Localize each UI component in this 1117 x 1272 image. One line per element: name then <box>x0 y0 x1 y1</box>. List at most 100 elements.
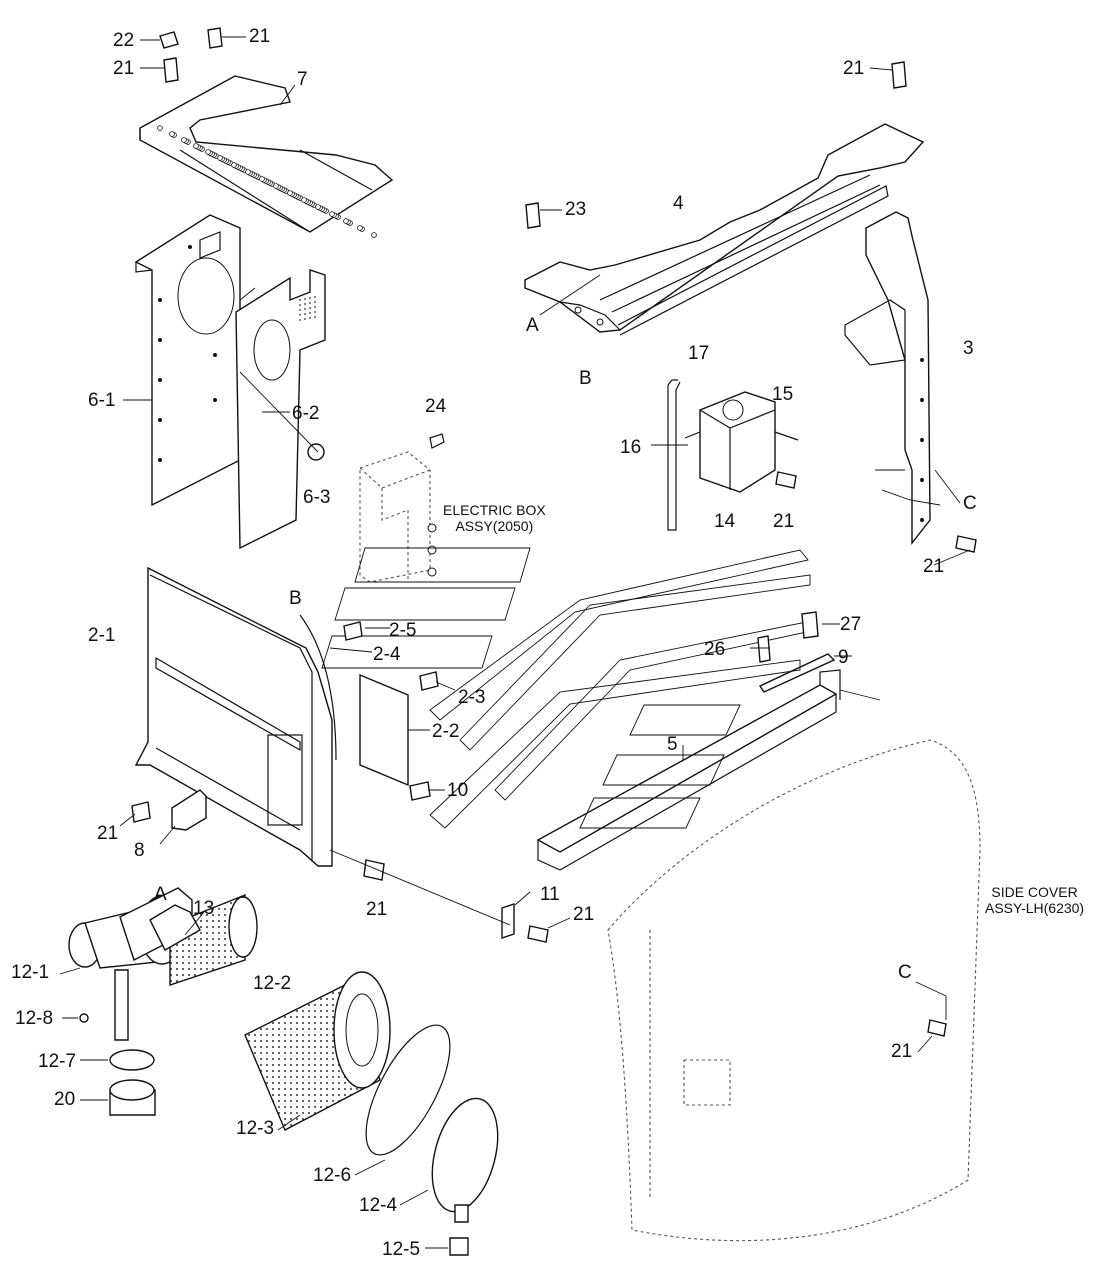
vent-hole <box>314 316 316 318</box>
part-label-24: 24 <box>425 396 447 417</box>
part-label-21: 21 <box>113 58 135 79</box>
plate-perforation <box>343 218 349 224</box>
part-label-21: 21 <box>366 899 388 920</box>
plate-perforation <box>205 149 211 155</box>
electric-box-outline <box>359 433 445 583</box>
side-cover-note-line-2: ASSY-LH(6230) <box>985 900 1085 917</box>
coolant-tank-part-15 <box>667 379 799 531</box>
cross-frame-part-4 <box>524 123 925 336</box>
part-label-26: 26 <box>704 639 726 660</box>
bracket-part-13 <box>149 904 201 951</box>
part-label-2-2: 2-2 <box>432 721 460 742</box>
part-label-21: 21 <box>573 904 595 925</box>
upright-part-3 <box>844 211 931 546</box>
part-label-21: 21 <box>843 58 865 79</box>
vent-hole <box>299 304 301 306</box>
panel-outlines <box>321 547 981 1242</box>
part-label-20: 20 <box>54 1089 76 1110</box>
plate-perforation <box>245 169 251 175</box>
plate-perforation <box>329 211 335 217</box>
part-label-17: 17 <box>688 343 710 364</box>
part-label-12-6: 12-6 <box>313 1165 352 1186</box>
part-label-13: 13 <box>193 898 215 919</box>
side-cover-note: SIDE COVER ASSY-LH(6230) <box>985 884 1084 916</box>
part-label-14: 14 <box>714 511 736 532</box>
vent-hole <box>299 299 301 301</box>
part-label-21: 21 <box>891 1041 913 1062</box>
plate-perforation <box>301 197 307 203</box>
vent-hole <box>309 297 311 299</box>
electric-box-note-line-1: ELECTRIC BOX <box>443 502 546 518</box>
bracket-part-6-2 <box>235 269 326 550</box>
vent-hole <box>304 303 306 305</box>
vent-hole <box>314 306 316 308</box>
plate-perforation <box>157 125 163 131</box>
part-label-12-2: 12-2 <box>253 973 292 994</box>
part-label-12-3: 12-3 <box>236 1118 275 1139</box>
reference-label-a: A <box>154 884 167 905</box>
plate-perforation <box>231 162 237 168</box>
part-label-11: 11 <box>540 884 560 905</box>
part-label-5: 5 <box>667 734 678 755</box>
part-label-2-1: 2-1 <box>88 625 116 646</box>
o-ring-12-6 <box>365 1024 451 1156</box>
vent-hole <box>304 308 306 310</box>
part-label-2-3: 2-3 <box>458 687 486 708</box>
vent-hole <box>299 314 301 316</box>
reference-label-c: C <box>898 962 912 983</box>
part-label-16: 16 <box>620 437 642 458</box>
plate-perforation <box>357 225 363 231</box>
plate-perforation <box>217 155 223 161</box>
vent-hole <box>299 319 301 321</box>
part-label-27: 27 <box>840 614 862 635</box>
part-label-12-4: 12-4 <box>359 1195 398 1216</box>
part-label-22: 22 <box>113 30 135 51</box>
plate-perforation <box>259 176 265 182</box>
vent-hole <box>314 296 316 298</box>
side-cover-note-line-1: SIDE COVER <box>991 884 1078 900</box>
electric-box-note-line-2: ASSY(2050) <box>455 518 534 535</box>
vent-hole <box>309 307 311 309</box>
part-label-10: 10 <box>447 780 469 801</box>
reference-label-b: B <box>579 368 592 389</box>
part-label-6-2: 6-2 <box>292 403 320 424</box>
plate-perforation <box>181 137 187 143</box>
part-label-12-1: 12-1 <box>11 962 50 983</box>
side-frame-part-2-1 <box>134 566 337 867</box>
reference-label-c: C <box>963 493 977 514</box>
vent-hole <box>309 317 311 319</box>
part-label-4: 4 <box>673 193 684 214</box>
part-label-6-1: 6-1 <box>88 390 116 411</box>
stay-part-9 <box>758 653 836 693</box>
plate-perforation <box>287 190 293 196</box>
part-label-8: 8 <box>134 840 145 861</box>
plate-perforation <box>315 204 321 210</box>
air-cleaner-part-12 <box>68 887 258 1041</box>
crossbar-part-5 <box>536 669 841 871</box>
part-label-21: 21 <box>923 556 945 577</box>
vent-hole <box>304 313 306 315</box>
plate-perforation <box>371 232 377 238</box>
plate-perforation <box>169 131 175 137</box>
part-label-12-7: 12-7 <box>38 1051 77 1072</box>
vent-hole <box>309 302 311 304</box>
vent-hole <box>304 318 306 320</box>
bracket-part-8 <box>171 789 207 831</box>
part-label-12-5: 12-5 <box>382 1239 421 1260</box>
vent-hole <box>314 301 316 303</box>
part-label-21: 21 <box>249 26 271 47</box>
part-label-12-8: 12-8 <box>15 1008 54 1029</box>
part-label-2-5: 2-5 <box>389 620 417 641</box>
part-label-2-4: 2-4 <box>373 644 401 665</box>
cap-12-4 <box>431 1097 499 1223</box>
part-label-21: 21 <box>773 511 795 532</box>
bracket-part-6-1 <box>134 214 241 507</box>
plate-perforation <box>193 143 199 149</box>
part-label-21: 21 <box>97 823 119 844</box>
part-label-15: 15 <box>772 384 794 405</box>
plate-perforation <box>273 183 279 189</box>
vent-hole <box>314 311 316 313</box>
fasteners <box>79 27 977 1037</box>
